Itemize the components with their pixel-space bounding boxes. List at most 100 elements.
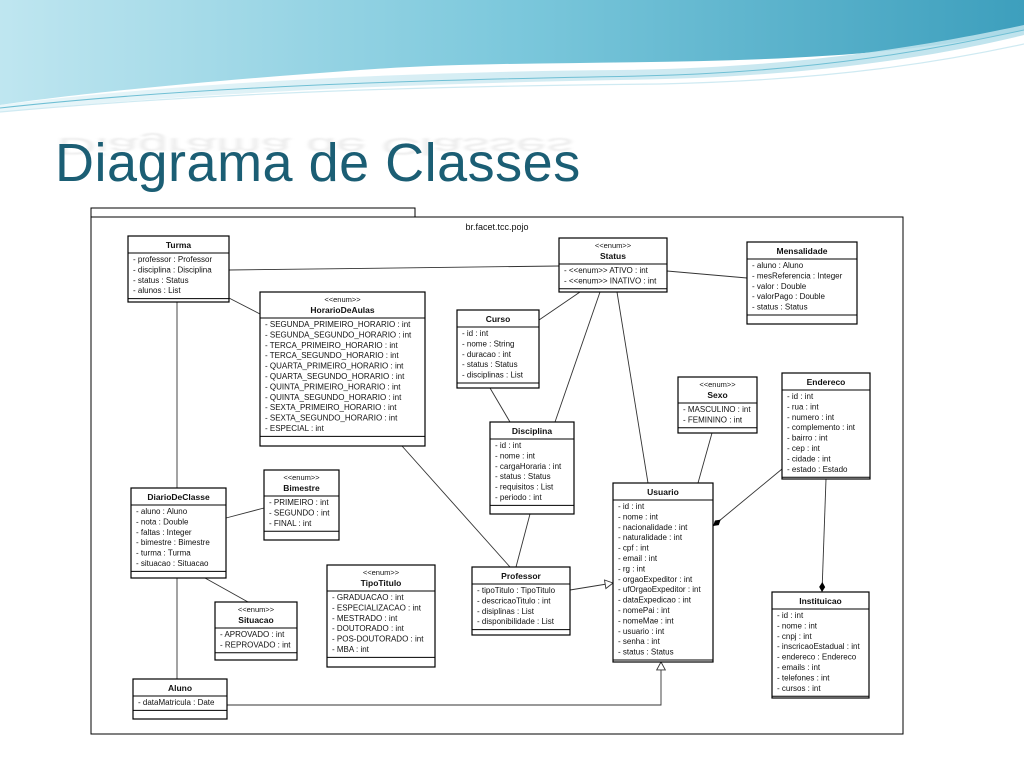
class-attribute: - status : Status	[462, 360, 518, 369]
class-box	[127, 235, 230, 303]
class-attribute: - status : Status	[618, 648, 674, 657]
class-bimestre: <<enum>>Bimestre - PRIMEIRO : int- SEGUND…	[263, 469, 340, 541]
relation-curso-status	[538, 291, 581, 321]
class-stereotype: <<enum>>	[699, 380, 736, 389]
class-box	[677, 376, 758, 434]
class-attribute: - bimestre : Bimestre	[136, 538, 210, 547]
class-attribute: - turma : Turma	[136, 549, 191, 558]
class-name: Instituicao	[799, 596, 842, 606]
class-attribute: - tipoTitulo : TipoTitulo	[477, 586, 556, 595]
class-attribute: - MESTRADO : int	[332, 614, 398, 623]
class-attribute: - QUARTA_PRIMEIRO_HORARIO : int	[265, 362, 404, 371]
class-attribute: - naturalidade : int	[618, 533, 683, 542]
class-stereotype: <<enum>>	[238, 605, 275, 614]
class-attribute: - faltas : Integer	[136, 528, 192, 537]
generalization-arrow	[603, 579, 614, 590]
class-attribute: - MBA : int	[332, 645, 370, 654]
class-attribute: - id : int	[618, 502, 645, 511]
class-attribute: - nacionalidade : int	[618, 523, 688, 532]
relation-lines	[176, 265, 827, 706]
class-attribute: - POS-DOUTORADO : int	[332, 635, 424, 644]
relation-turma-horariodeaulas	[228, 297, 261, 315]
class-attribute: - cnpj : int	[777, 632, 812, 641]
class-attribute: - estado : Estado	[787, 465, 848, 474]
relation-usuario-sexo	[697, 432, 713, 484]
composition-diamond	[713, 519, 721, 526]
class-attribute: - id : int	[495, 441, 522, 450]
class-attribute: - numero : int	[787, 413, 835, 422]
class-name: Professor	[501, 571, 541, 581]
class-attribute: - situacao : Situacao	[136, 559, 209, 568]
header-wave-decoration	[0, 0, 1024, 113]
class-attribute: - QUINTA_SEGUNDO_HORARIO : int	[265, 393, 402, 402]
relation-diariodeclasse-situacao	[204, 577, 249, 603]
class-attribute: - nota : Double	[136, 517, 189, 526]
class-box	[781, 372, 871, 480]
class-attribute: - APROVADO : int	[220, 630, 285, 639]
class-box	[771, 591, 870, 699]
class-horariodeaulas: <<enum>>HorarioDeAulas- SEGUNDA_PRIMEIRO…	[259, 291, 426, 447]
class-attribute: - SEGUNDO : int	[269, 508, 330, 517]
class-attribute: - GRADUACAO : int	[332, 593, 404, 602]
class-attribute: - cidade : int	[787, 454, 831, 463]
class-attribute: - descricaoTitulo : int	[477, 596, 551, 605]
class-stereotype: <<enum>>	[363, 568, 400, 577]
class-attribute: - rua : int	[787, 402, 819, 411]
class-curso: Curso- id : int- nome : String- duracao …	[456, 309, 540, 389]
class-attribute: - disiplinas : List	[477, 607, 535, 616]
class-attribute: - QUINTA_PRIMEIRO_HORARIO : int	[265, 382, 401, 391]
class-attribute: - nome : int	[618, 512, 659, 521]
class-box	[130, 487, 227, 579]
class-box	[746, 241, 858, 325]
class-usuario: Usuario- id : int- nome : int- nacionali…	[612, 482, 714, 663]
class-attribute: - id : int	[462, 329, 489, 338]
class-attribute: - valorPago : Double	[752, 292, 825, 301]
class-box	[132, 678, 228, 720]
class-attribute: - senha : int	[618, 637, 661, 646]
relation-usuario-status	[616, 291, 649, 484]
class-name: Aluno	[168, 683, 192, 693]
class-box	[456, 309, 540, 389]
class-name: Bimestre	[283, 483, 320, 493]
class-attribute: - dataMatricula : Date	[138, 698, 215, 707]
class-name: Curso	[486, 314, 511, 324]
class-attribute: - DOUTORADO : int	[332, 624, 405, 633]
class-attribute: - cargaHoraria : int	[495, 462, 562, 471]
relation-mensalidade-status	[666, 270, 748, 279]
class-name: Disciplina	[512, 426, 552, 436]
relation-disciplina-status	[554, 291, 601, 423]
class-name: TipoTitulo	[361, 578, 402, 588]
slide-title: Diagrama de Classes	[55, 133, 581, 193]
class-attribute: - SEXTA_PRIMEIRO_HORARIO : int	[265, 403, 397, 412]
class-attribute: - cpf : int	[618, 544, 649, 553]
class-attribute: - FEMININO : int	[683, 415, 743, 424]
class-attribute: - duracao : int	[462, 350, 512, 359]
class-attribute: - telefones : int	[777, 673, 830, 682]
class-attribute: - PRIMEIRO : int	[269, 498, 329, 507]
relation-professor-usuario	[569, 579, 614, 591]
class-endereco: Endereco- id : int- rua : int- numero : …	[781, 372, 871, 480]
class-box	[263, 469, 340, 541]
relation-endereco-usuario	[712, 468, 783, 527]
class-attribute: - TERCA_SEGUNDO_HORARIO : int	[265, 351, 399, 360]
class-attribute: - disponibilidade : List	[477, 617, 555, 626]
class-attribute: - emails : int	[777, 663, 821, 672]
relation-curso-disciplina	[489, 387, 511, 423]
class-attribute: - MASCULINO : int	[683, 405, 751, 414]
class-attribute: - aluno : Aluno	[752, 261, 804, 270]
class-attribute: - FINAL : int	[269, 519, 312, 528]
class-attribute: - status : Status	[752, 303, 808, 312]
class-turma: Turma- professor : Professor- disciplina…	[127, 235, 230, 303]
class-attribute: - inscricaoEstadual : int	[777, 642, 860, 651]
composition-diamond	[819, 582, 826, 592]
class-name: HorarioDeAulas	[310, 305, 375, 315]
class-name: Endereco	[807, 377, 846, 387]
class-stereotype: <<enum>>	[283, 473, 320, 482]
class-name: Turma	[166, 240, 192, 250]
class-name: DiarioDeClasse	[147, 492, 210, 502]
class-name: Mensalidade	[776, 246, 827, 256]
class-attribute: - usuario : int	[618, 627, 665, 636]
relation-endereco-instituicao	[819, 478, 827, 593]
class-box	[471, 566, 571, 636]
